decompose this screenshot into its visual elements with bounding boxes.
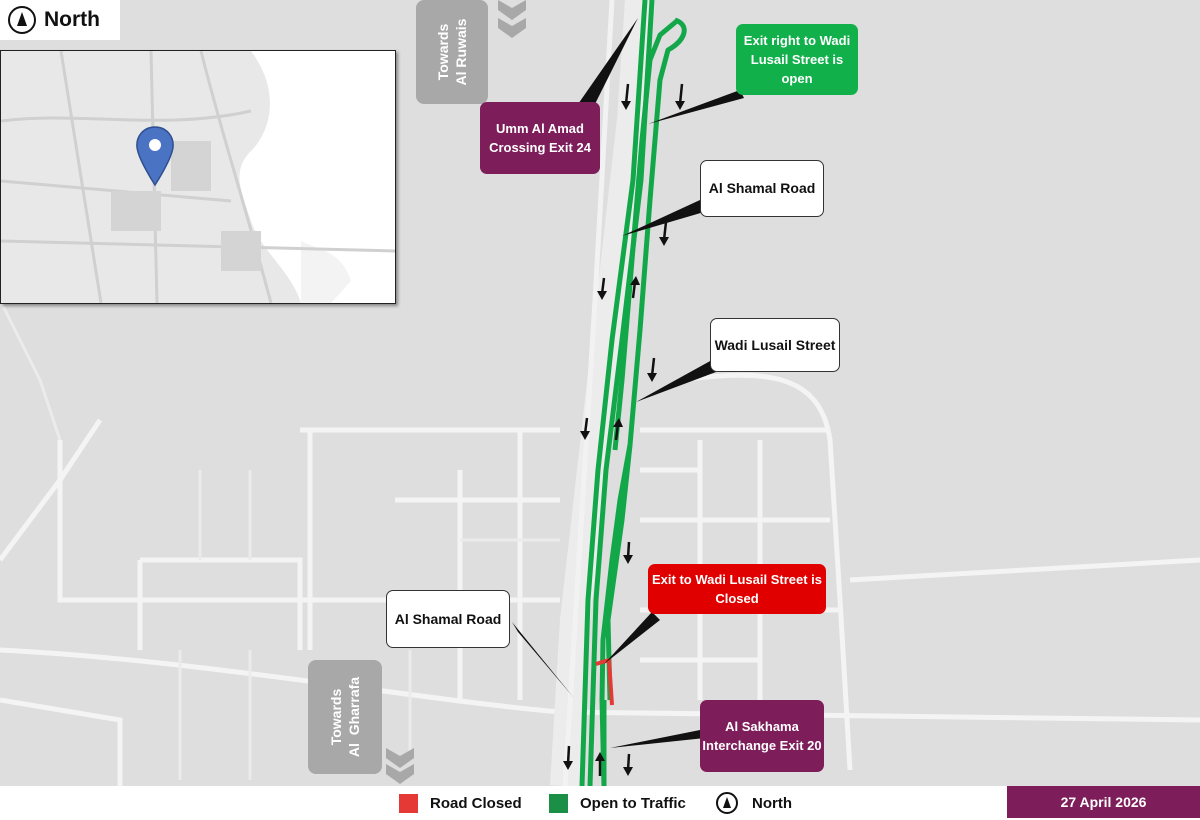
open-swatch [549, 794, 568, 813]
north-arrow-icon [716, 792, 738, 814]
callout-al-shamal-top: Al Shamal Road [700, 160, 824, 217]
callout-exit-open: Exit right to Wadi Lusail Street is open [736, 24, 858, 95]
legend-open-to-traffic: Open to Traffic [549, 794, 686, 813]
map-canvas[interactable]: North Towa [0, 0, 1200, 786]
towards-al-gharrafa-line1: Towards [328, 688, 345, 746]
legend-north: North [716, 792, 792, 814]
north-label: North [44, 8, 100, 31]
minor-roads [0, 372, 1200, 786]
towards-al-ruwais-sign: Towards Al Ruwais [416, 0, 488, 104]
date-label: 27 April 2026 [1007, 786, 1200, 818]
towards-al-ruwais-label: Towards Al Ruwais [435, 18, 469, 86]
legend-north-label: North [752, 794, 792, 812]
callout-wadi-lusail: Wadi Lusail Street [710, 318, 840, 372]
legend-open-label: Open to Traffic [580, 795, 686, 812]
callout-al-shamal-bottom: Al Shamal Road [386, 590, 510, 648]
chevron-icon [386, 0, 526, 784]
north-arrow-icon [8, 6, 36, 34]
closed-swatch [399, 794, 418, 813]
north-indicator: North [0, 0, 120, 40]
callout-umm-al-amad: Umm Al Amad Crossing Exit 24 [480, 102, 600, 174]
callout-exit-closed: Exit to Wadi Lusail Street is Closed [648, 564, 826, 614]
towards-al-gharrafa-sign: Towards Al Gharrafa [308, 660, 382, 774]
legend-road-closed-label: Road Closed [430, 795, 522, 812]
inset-locator-map [0, 50, 396, 304]
legend-road-closed: Road Closed [399, 794, 522, 813]
location-pin-icon [136, 126, 174, 187]
callout-al-sakhama: Al Sakhama Interchange Exit 20 [700, 700, 824, 772]
direction-arrow-icon [563, 83, 685, 776]
towards-al-gharrafa-line2: Al Gharrafa [346, 676, 363, 758]
callout-pointers [512, 18, 744, 748]
legend-bar: Road Closed Open to Traffic North [0, 786, 1200, 820]
